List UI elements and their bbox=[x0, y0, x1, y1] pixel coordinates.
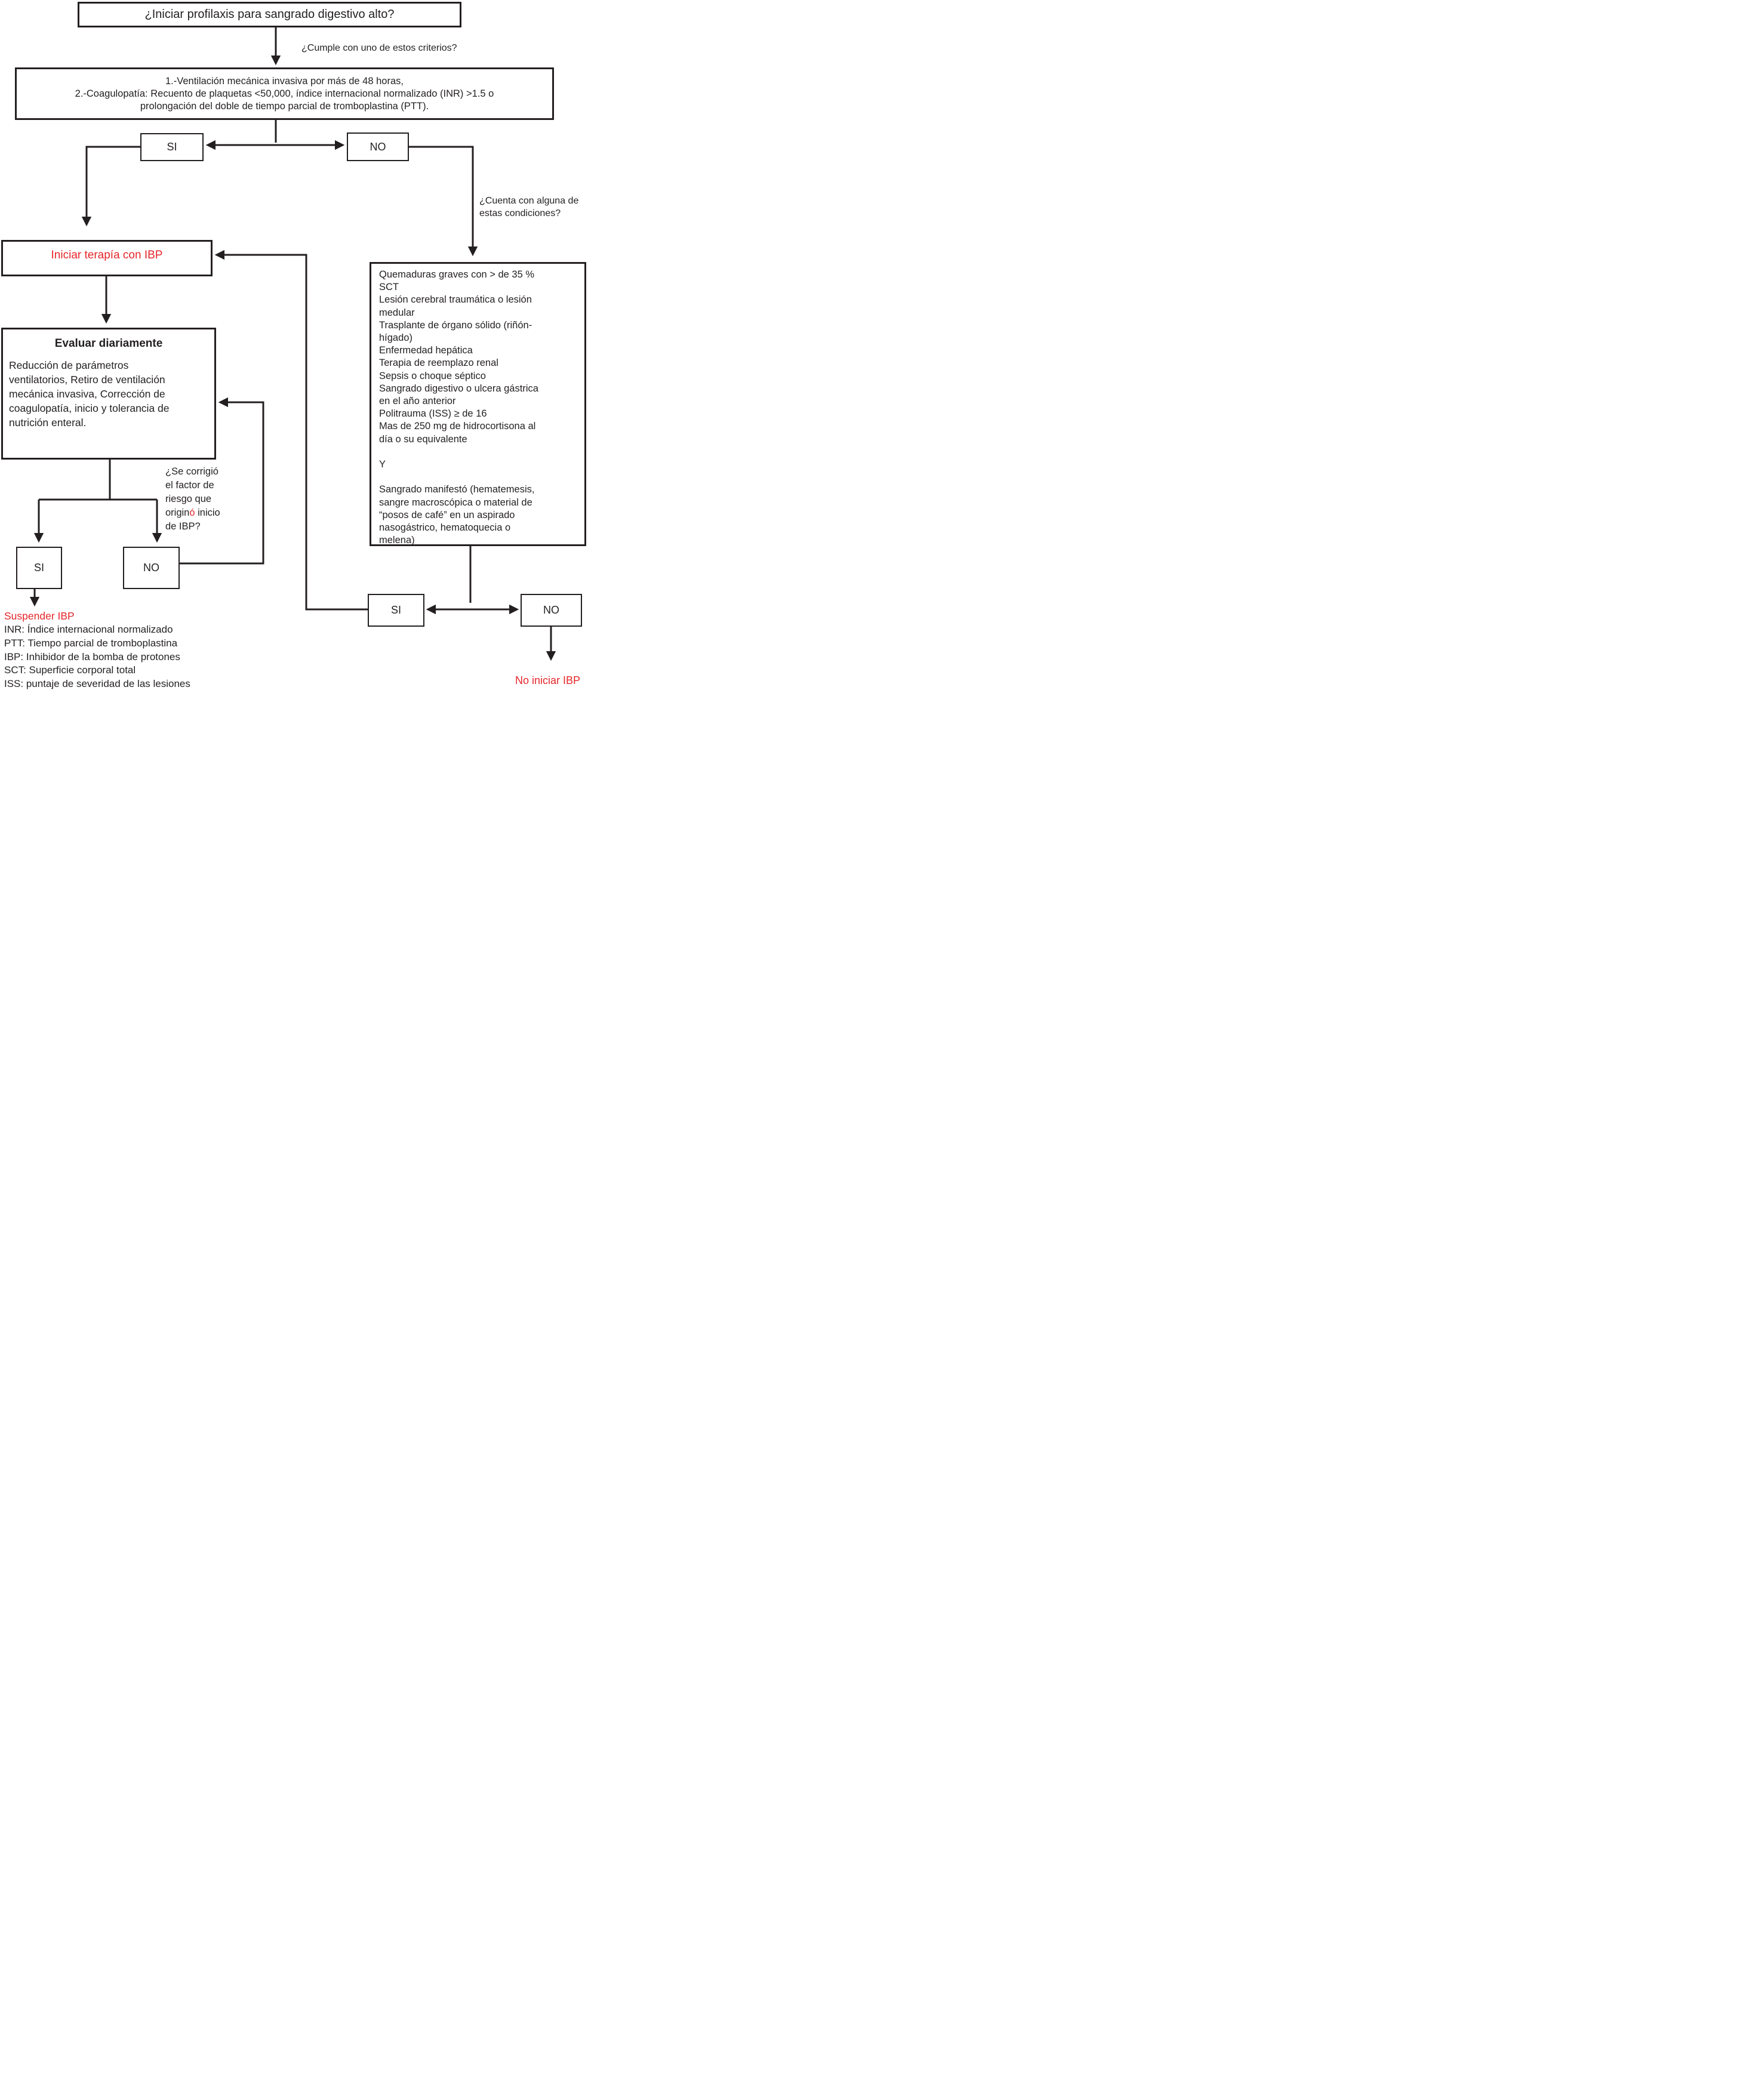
decision-no-criteria: NO bbox=[347, 133, 409, 161]
text-line: Sangrado digestivo o ulcera gástrica bbox=[379, 383, 538, 394]
start-question-text: ¿Iniciar profilaxis para sangrado digest… bbox=[144, 8, 395, 21]
cuenta-condiciones-question: ¿Cuenta con alguna de estas condiciones? bbox=[479, 195, 578, 220]
text-line: en el año anterior bbox=[379, 396, 456, 407]
text-line: Sangrado manifestó (hematemesis, bbox=[379, 484, 535, 495]
evaluar-diariamente-box: Evaluar diariamente Reducción de parámet… bbox=[1, 328, 216, 460]
red-accent-char: ó bbox=[189, 507, 195, 518]
text-line: Trasplante de órgano sólido (riñón- bbox=[379, 319, 532, 331]
text-line: coagulopatía, inicio y tolerancia de bbox=[9, 402, 170, 414]
se-corrigio-question: ¿Se corrigió el factor de riesgo que ori… bbox=[165, 465, 220, 534]
text-line: ISS: puntaje de severidad de las lesione… bbox=[4, 678, 190, 690]
criteria-text: 1.-Ventilación mecánica invasiva por más… bbox=[75, 75, 494, 113]
text-line: Lesión cerebral traumática o lesión bbox=[379, 294, 532, 306]
text-line: sangre macroscópica o material de bbox=[379, 497, 532, 508]
se-corrigio-line1: ¿Se corrigió bbox=[165, 466, 218, 477]
connector-lines bbox=[29, 27, 556, 661]
arrow-si1-to-iniciar bbox=[81, 146, 140, 227]
si2-label: SI bbox=[33, 562, 44, 574]
evaluar-body-text: Reducción de parámetros ventilatorios, Re… bbox=[9, 358, 214, 430]
text-line: Enfermedad hepática bbox=[379, 345, 473, 356]
arrow-no1-to-conditions bbox=[409, 146, 478, 257]
text-line bbox=[379, 471, 584, 483]
text-line: Sepsis o choque séptico bbox=[379, 370, 486, 381]
iniciar-terapia-box: Iniciar terapía con IBP bbox=[1, 240, 213, 276]
text-line: Quemaduras graves con > de 35 % bbox=[379, 269, 535, 280]
arrow-no2-to-evaluar bbox=[180, 397, 264, 565]
text-line: INR: Índice internacional normalizado bbox=[4, 624, 173, 635]
text-line: Terapia de reemplazo renal bbox=[379, 358, 498, 369]
text-line: Politrauma (ISS) ≥ de 16 bbox=[379, 408, 487, 420]
text-line: Y bbox=[379, 459, 386, 470]
evaluar-title: Evaluar diariamente bbox=[54, 337, 163, 350]
text-line: Mas de 250 mg de hidrocortisona al bbox=[379, 421, 536, 432]
decision-no-corrected: NO bbox=[123, 547, 180, 589]
no1-label: NO bbox=[370, 140, 386, 153]
arrow-si3-to-iniciar bbox=[214, 249, 368, 611]
text-line: 2.-Coagulopatía: Recuento de plaquetas <… bbox=[75, 88, 494, 99]
suspender-ibp-outcome: Suspender IBP bbox=[4, 610, 75, 622]
text-line bbox=[379, 446, 584, 458]
no3-label: NO bbox=[543, 604, 559, 616]
decision-si-corrected: SI bbox=[16, 547, 62, 589]
text-line: ventilatorios, Retiro de ventilación bbox=[9, 374, 165, 386]
start-question-box: ¿Iniciar profilaxis para sangrado digest… bbox=[78, 2, 461, 27]
se-corrigio-line3: riesgo que bbox=[165, 494, 212, 504]
iniciar-terapia-text: Iniciar terapía con IBP bbox=[51, 249, 163, 261]
cumple-criterios-question: ¿Cumple con uno de estos criterios? bbox=[301, 43, 457, 53]
text-line: hígado) bbox=[379, 332, 412, 344]
text-line: nasogástrico, hematoquecia o bbox=[379, 522, 511, 534]
text-line: medular bbox=[379, 307, 415, 318]
flowchart-page: ¿Iniciar profilaxis para sangrado digest… bbox=[0, 0, 588, 694]
cuenta-line2: estas condiciones? bbox=[479, 208, 561, 218]
se-corrigio-line2: el factor de bbox=[165, 480, 214, 491]
text-line: 1.-Ventilación mecánica invasiva por más… bbox=[165, 75, 404, 87]
text-line: SCT: Superficie corporal total bbox=[4, 664, 136, 676]
text-line: “posos de café” en un aspirado bbox=[379, 509, 515, 520]
text-line: IBP: Inhibidor de la bomba de protones bbox=[4, 651, 180, 663]
text-line: nutrición enteral. bbox=[9, 417, 87, 429]
cuenta-line1: ¿Cuenta con alguna de bbox=[479, 196, 579, 206]
decision-si-conditions: SI bbox=[368, 594, 424, 627]
text-line: prolongación del doble de tiempo parcial… bbox=[140, 100, 429, 112]
criteria-box: 1.-Ventilación mecánica invasiva por más… bbox=[15, 67, 554, 120]
text-line: SCT bbox=[379, 282, 399, 293]
text-line: Reducción de parámetros bbox=[9, 359, 129, 371]
text-line: día o su equivalente bbox=[379, 433, 467, 445]
se-corrigio-line5: de IBP? bbox=[165, 521, 201, 532]
no2-label: NO bbox=[143, 562, 159, 574]
si3-label: SI bbox=[390, 604, 401, 616]
se-corrigio-line4: originó inicio bbox=[165, 507, 220, 518]
si1-label: SI bbox=[167, 141, 177, 153]
text-line: mecánica invasiva, Corrección de bbox=[9, 388, 165, 400]
no-iniciar-ibp-outcome: No iniciar IBP bbox=[515, 674, 581, 686]
decision-no-conditions: NO bbox=[521, 594, 582, 627]
text-line: melena) bbox=[379, 535, 415, 546]
text-line: PTT: Tiempo parcial de tromboplastina bbox=[4, 637, 178, 649]
decision-si-criteria: SI bbox=[140, 133, 204, 161]
